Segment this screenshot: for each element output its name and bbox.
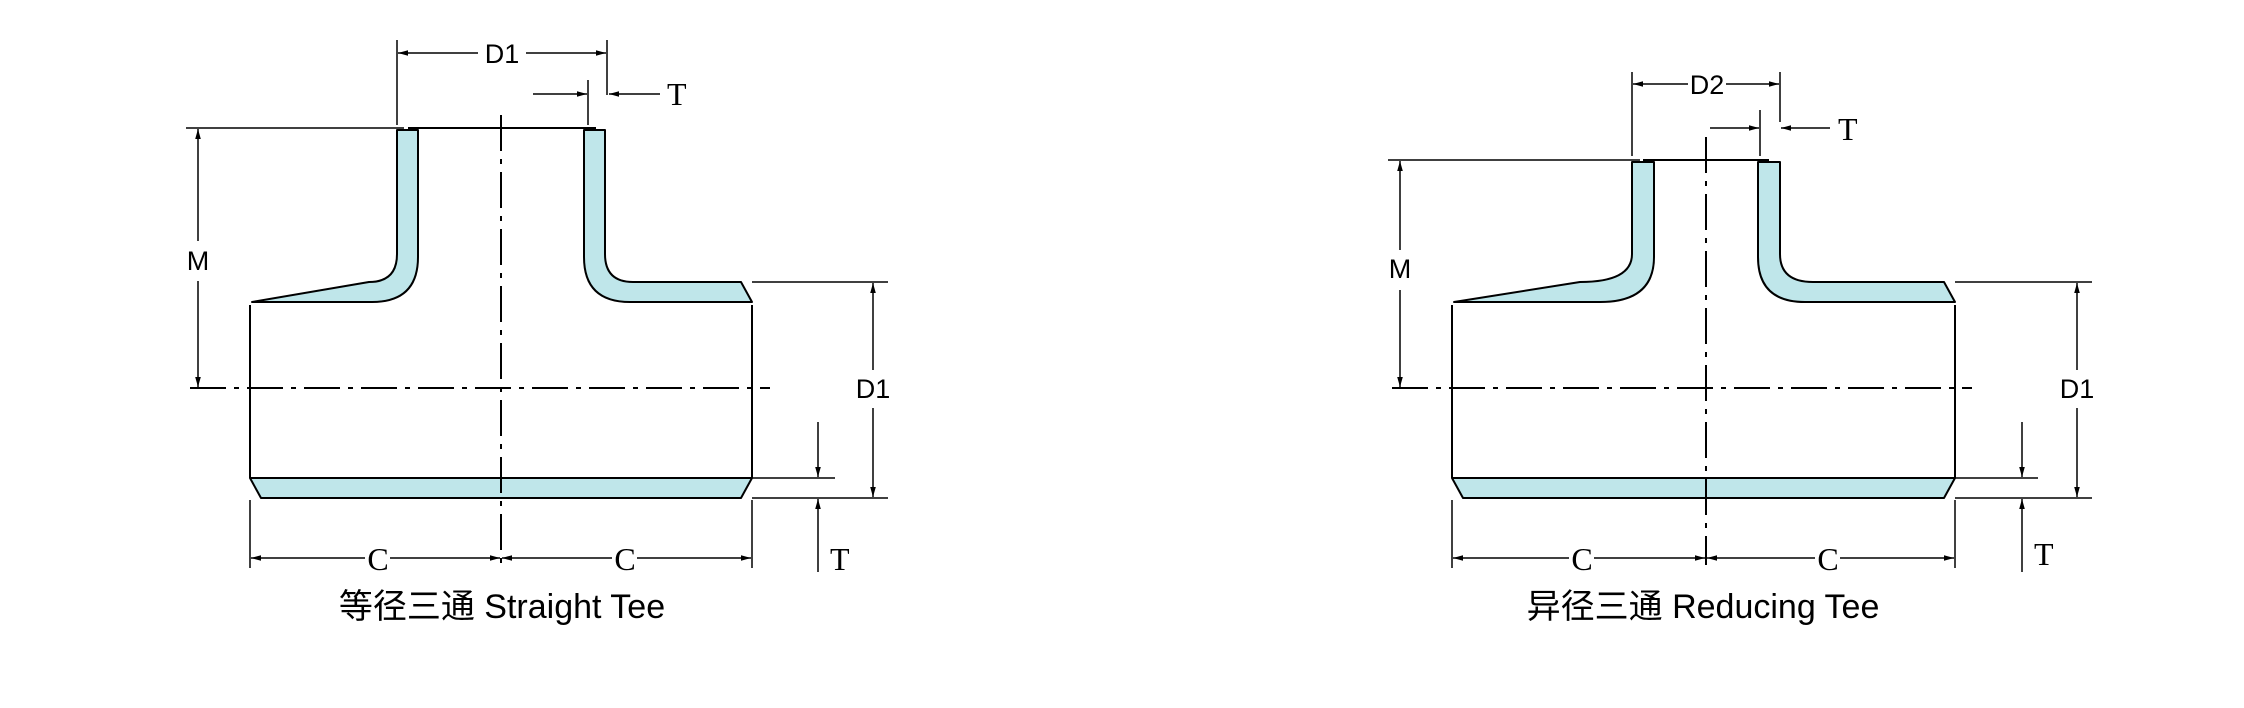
dim-height-label: M (1389, 254, 1412, 284)
dim-height-label: M (187, 246, 210, 276)
reducing-tee-body (1451, 159, 1956, 499)
dim-thickness-top-label: T (667, 76, 687, 112)
dim-run-diameter-label: D1 (2060, 374, 2095, 404)
dim-c-left-label: C (367, 541, 388, 577)
branch-wall-right (1757, 161, 1956, 303)
dim-top-diameter-label: D2 (1690, 70, 1725, 100)
dim-c-right-label: C (1817, 541, 1838, 577)
dim-thickness-bottom-label: T (2034, 536, 2054, 572)
straight-tee-caption: 等径三通 Straight Tee (339, 588, 665, 626)
reducing-tee-caption: 异径三通 Reducing Tee (1527, 588, 1880, 626)
dim-top-diameter-label: D1 (485, 39, 520, 69)
run-wall-bottom (1451, 477, 1956, 499)
dim-c-right-label: C (614, 541, 635, 577)
dim-thickness-top-label: T (1838, 111, 1858, 147)
branch-wall-left (251, 129, 419, 303)
reducing-tee-drawing: D2 T M D1 T C C 异径三通 Reducing Tee (1388, 70, 2094, 626)
straight-tee-drawing: D1 T M D1 T C C 等径三通 Straight Tee (186, 39, 890, 626)
dim-thickness-bottom-label: T (830, 541, 850, 577)
branch-wall-left (1453, 161, 1655, 303)
branch-wall-right (583, 129, 753, 303)
dim-run-diameter-label: D1 (856, 374, 891, 404)
dim-c-left-label: C (1571, 541, 1592, 577)
